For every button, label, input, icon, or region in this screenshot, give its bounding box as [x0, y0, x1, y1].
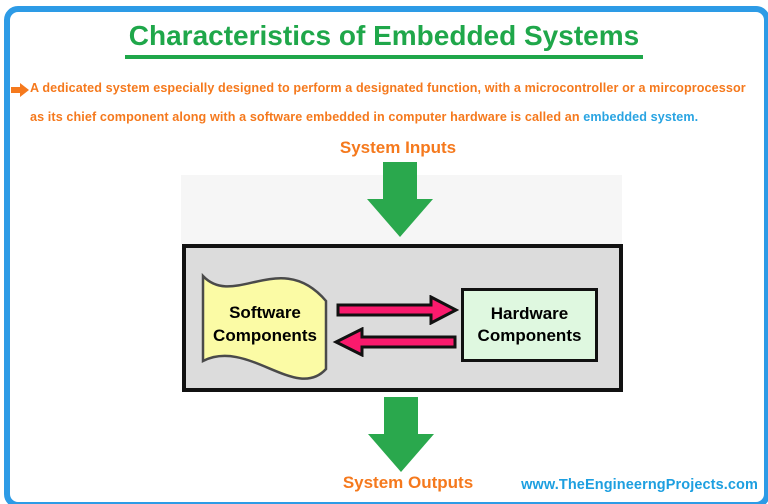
- system-inputs-label: System Inputs: [339, 138, 457, 157]
- title-wrap: Characteristics of Embedded Systems: [0, 20, 768, 59]
- down-arrow-icon-top: [367, 162, 433, 237]
- definition-line-1: A dedicated system especially designed t…: [30, 81, 746, 95]
- definition-highlight: embedded system.: [583, 110, 699, 124]
- right-arrow-icon: [11, 83, 29, 97]
- down-arrow-icon-bottom: [368, 397, 434, 472]
- website-link[interactable]: www.TheEngineerngProjects.com: [521, 477, 758, 493]
- software-components-label: Software Components: [213, 303, 317, 345]
- arrow-right-icon: [336, 295, 459, 325]
- page-title: Characteristics of Embedded Systems: [124, 20, 644, 59]
- hardware-components-label: Hardware Components: [477, 304, 582, 345]
- definition-line-2-text: as its chief component along with a soft…: [30, 110, 580, 124]
- definition-line-2: as its chief component along with a soft…: [30, 110, 698, 124]
- software-components-shape: [201, 272, 328, 380]
- arrow-left-icon: [332, 327, 457, 357]
- system-outputs-label: System Outputs: [342, 473, 474, 492]
- hardware-components-box: Hardware Components: [461, 288, 598, 362]
